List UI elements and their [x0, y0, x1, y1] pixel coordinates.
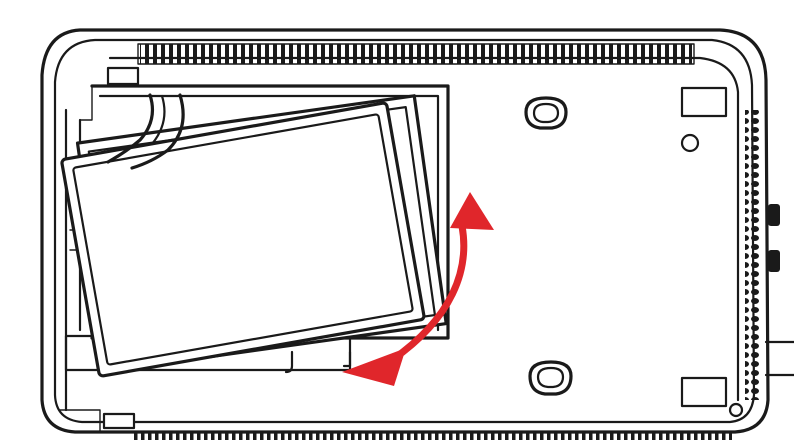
cover-latches — [284, 350, 352, 374]
wall-mount-keyhole-top — [524, 96, 568, 130]
ups-housing — [40, 28, 770, 434]
wall-mount-keyhole-bottom — [528, 360, 573, 396]
top-ventilation-grille — [137, 43, 695, 65]
battery-cables — [106, 93, 185, 170]
bottom-ventilation-strip — [132, 432, 732, 440]
curved-double-arrow-icon — [342, 192, 494, 386]
corner-feet — [102, 66, 744, 430]
battery-pack — [60, 101, 426, 378]
side-grip-ridges — [745, 110, 759, 400]
side-connectors — [764, 204, 794, 377]
